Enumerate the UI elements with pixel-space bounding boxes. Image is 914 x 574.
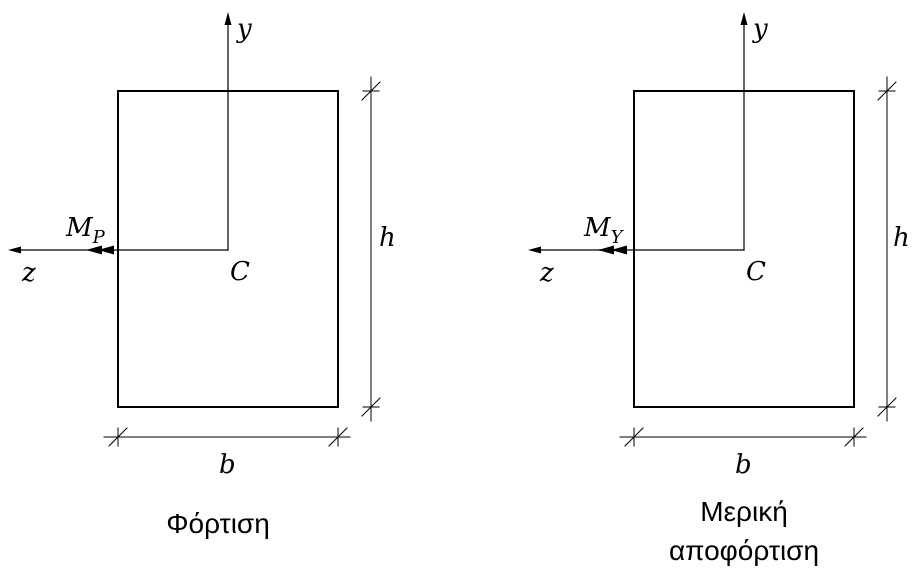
right-z-axis-label: z <box>539 258 554 288</box>
left-centroid-label: C <box>230 257 250 287</box>
left-width-label: b <box>219 450 236 480</box>
left-z-axis-label: z <box>21 258 36 288</box>
right-y-arrowhead <box>740 12 748 25</box>
left-caption: Φόρτιση <box>166 508 270 539</box>
left-y-axis-label: y <box>236 14 252 44</box>
left-moment-arrowhead-inner <box>98 245 114 255</box>
right-height-label: h <box>893 223 910 253</box>
left-moment-arrowhead-outer <box>86 245 102 255</box>
right-panel: y z MY C h b Μερική αποφόρτιση <box>528 12 910 566</box>
left-z-arrowhead <box>8 246 21 254</box>
right-moment-arrowhead-inner <box>611 245 627 255</box>
right-y-axis-label: y <box>752 14 768 44</box>
left-y-arrowhead <box>224 12 232 25</box>
left-height-label: h <box>379 223 396 253</box>
right-centroid-label: C <box>746 257 766 287</box>
right-caption-line-2: αποφόρτιση <box>669 535 819 566</box>
left-panel: y z MP C h b Φόρτιση <box>8 12 396 539</box>
right-z-arrowhead <box>528 246 541 254</box>
right-moment-arrowhead-outer <box>598 245 614 255</box>
right-width-label: b <box>735 450 752 480</box>
left-moment-label: MP <box>65 213 106 248</box>
right-moment-label: MY <box>583 213 625 248</box>
right-caption-line-1: Μερική <box>700 496 788 527</box>
